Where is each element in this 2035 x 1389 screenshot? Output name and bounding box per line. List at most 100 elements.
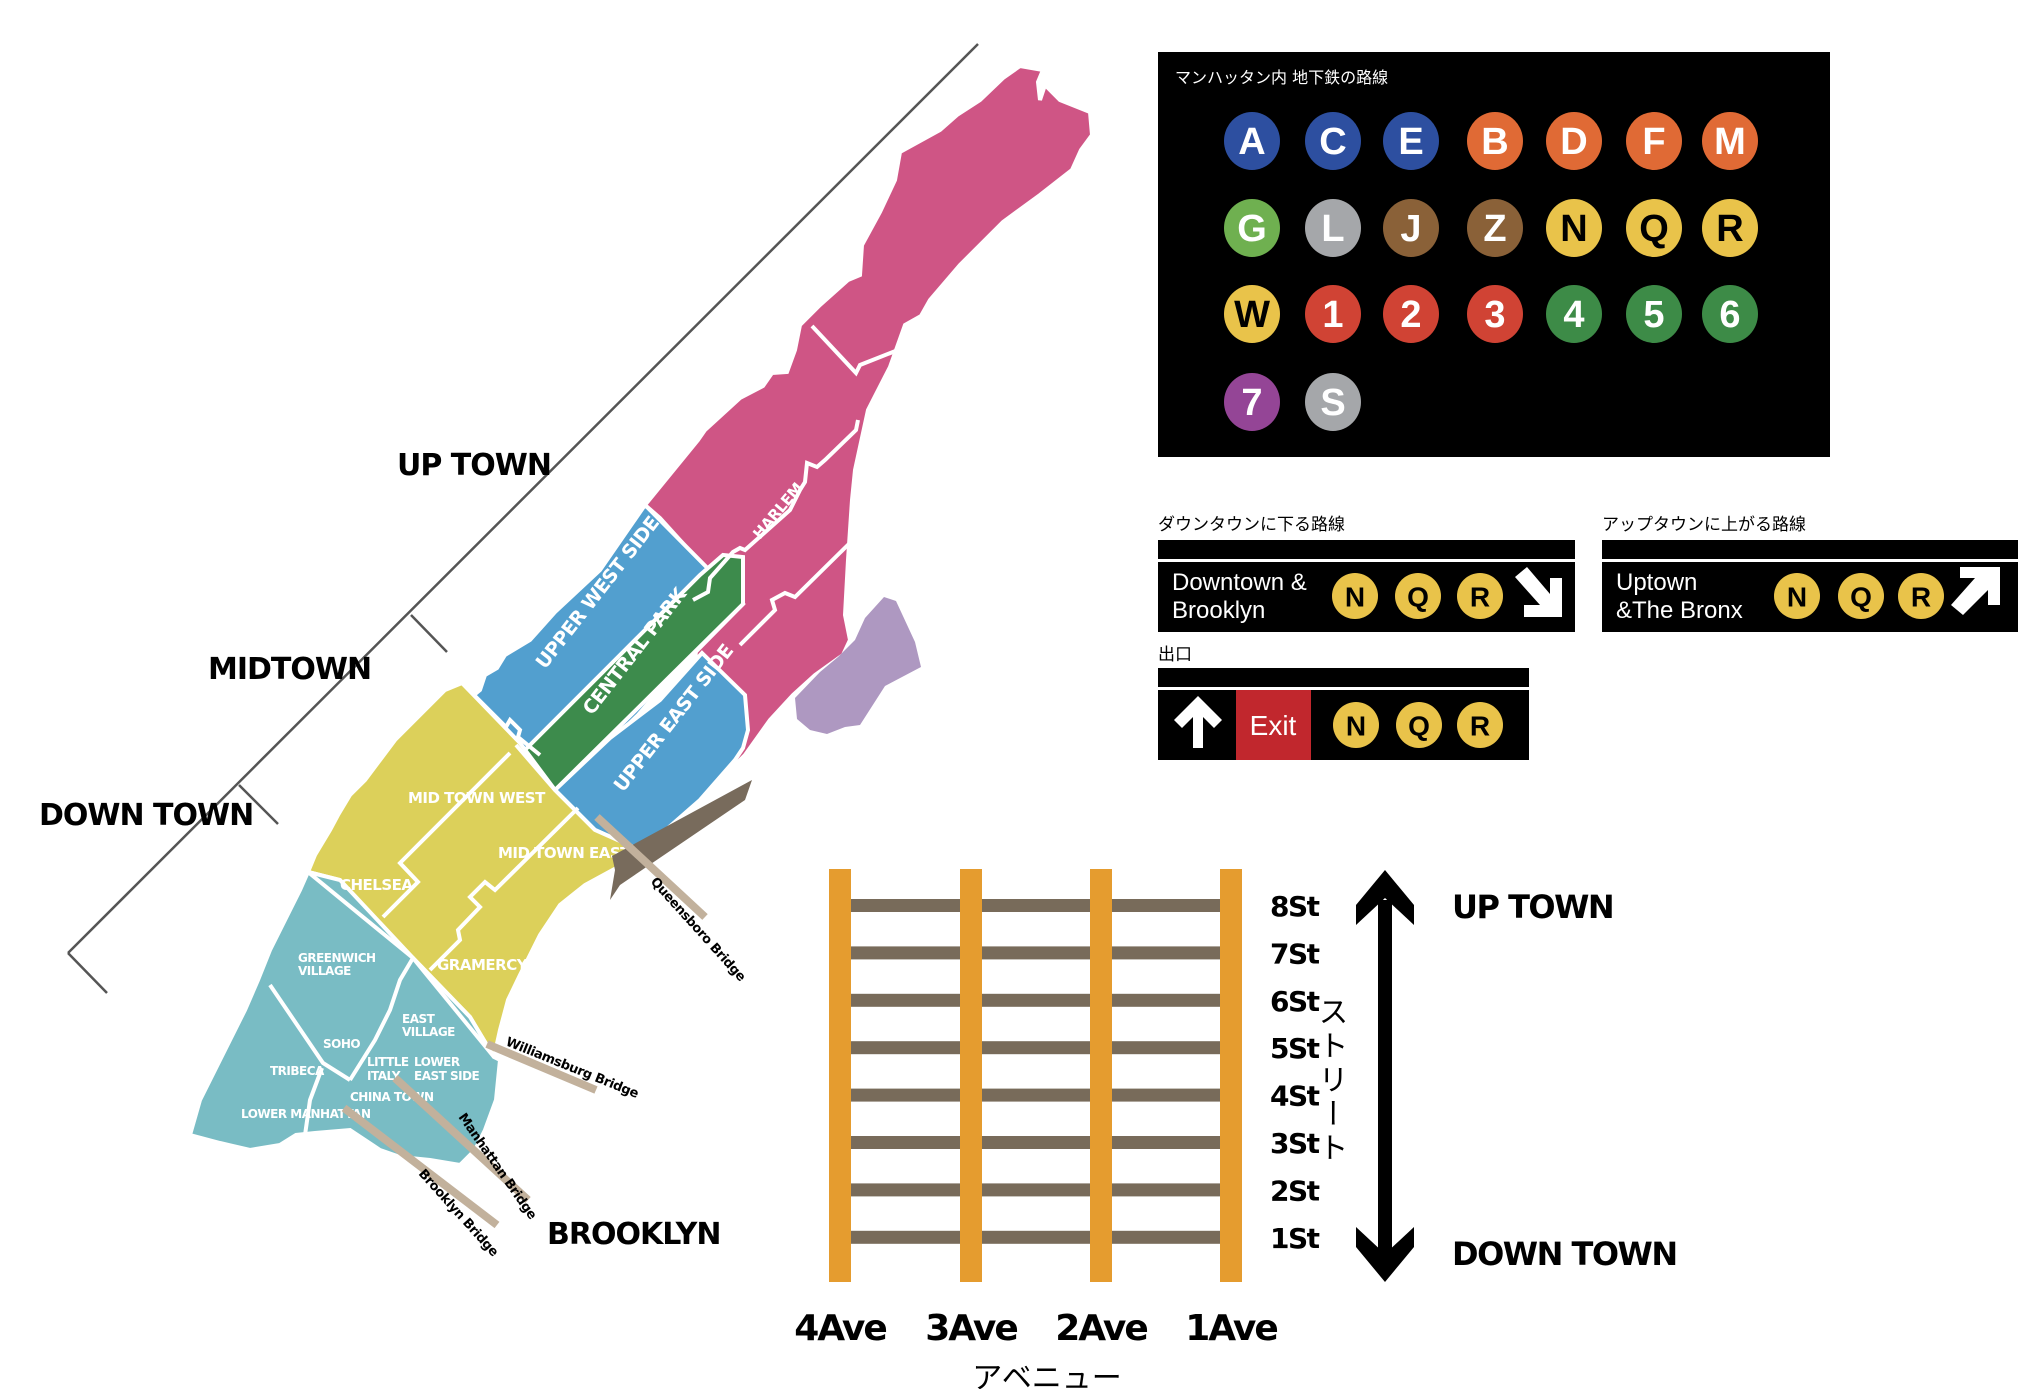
downtown-bullet-n xyxy=(1332,573,1378,619)
street-6st xyxy=(840,993,1231,1007)
label-chelsea: CHELSEA xyxy=(340,876,413,894)
neighborhood-borders xyxy=(268,324,899,1136)
street-label-5st: 5St xyxy=(1270,1032,1320,1065)
exit-label-box xyxy=(1236,690,1311,760)
exit-label: Exit xyxy=(1250,710,1297,741)
line-bullet-r-text: R xyxy=(1716,208,1743,250)
line-bullet-r xyxy=(1702,199,1758,257)
line-bullet-1 xyxy=(1305,285,1361,343)
line-bullet-n-text: N xyxy=(1560,208,1587,250)
label-soho: SOHO xyxy=(323,1037,360,1051)
border-harlem-east xyxy=(738,531,862,647)
line-bullet-s-text: S xyxy=(1320,382,1345,424)
border-harlem-west xyxy=(692,419,860,602)
label-greenwich-village-2: VILLAGE xyxy=(298,964,351,978)
label-greenwich-village-1: GREENWICH xyxy=(298,951,376,965)
uptown-sign-line2: &The Bronx xyxy=(1616,597,1743,624)
border-midtown-east-gram xyxy=(428,806,580,972)
exit-bullet-r-text: R xyxy=(1470,711,1490,742)
uptown-bullet-q-text: Q xyxy=(1850,582,1872,613)
label-little-italy-1: LITTLE xyxy=(367,1055,409,1069)
street-8st xyxy=(840,899,1231,912)
street-caption: ストリート xyxy=(1313,996,1348,1166)
region-roosevelt-island xyxy=(795,597,921,734)
avenue-2ave xyxy=(1090,869,1112,1282)
line-bullet-a xyxy=(1224,112,1280,170)
grid-up-label: UP TOWN xyxy=(1452,888,1613,926)
line-bullet-c xyxy=(1305,112,1361,170)
avenue-label-2ave: 2Ave xyxy=(1055,1308,1147,1349)
downtown-sign-line2: Brooklyn xyxy=(1172,597,1265,624)
bridge-manhattan xyxy=(392,1075,531,1203)
exit-bullet-n-text: N xyxy=(1346,711,1366,742)
exit-sign-top-bar xyxy=(1158,668,1529,687)
line-bullet-e-text: E xyxy=(1398,121,1423,163)
street-label-8st: 8St xyxy=(1270,890,1320,923)
line-bullet-b-text: B xyxy=(1481,121,1508,163)
street-2st xyxy=(840,1183,1231,1197)
line-bullet-z xyxy=(1467,199,1523,257)
downtown-sign-line1: Downtown & xyxy=(1172,569,1307,596)
avenue-label-4ave: 4Ave xyxy=(794,1308,886,1349)
line-bullet-m-text: M xyxy=(1714,121,1746,163)
line-bullet-2 xyxy=(1383,285,1439,343)
street-1st xyxy=(840,1230,1231,1244)
arrow-up-icon xyxy=(1174,696,1222,748)
zone-axis-tick-midtown xyxy=(410,614,448,653)
label-tribeca: TRIBECA xyxy=(270,1064,325,1078)
uptown-bullet-n-text: N xyxy=(1787,582,1807,613)
subway-panel-title: マンハッタン内 地下鉄の路線 xyxy=(1175,68,1388,87)
bridge-queensboro xyxy=(594,814,708,920)
arrow-up-right-icon xyxy=(1951,567,2000,615)
line-bullet-7-text: 7 xyxy=(1241,382,1262,424)
line-bullet-4-text: 4 xyxy=(1563,294,1584,336)
zone-label-uptown: UP TOWN xyxy=(397,448,551,483)
grid-streets xyxy=(840,899,1231,1244)
line-bullet-5-text: 5 xyxy=(1643,294,1664,336)
exit-bullet-n xyxy=(1333,702,1379,748)
zone-axis-main-line xyxy=(67,43,979,954)
downtown-sign-bullets: N Q R xyxy=(1332,573,1503,619)
line-bullet-l xyxy=(1305,199,1361,257)
arrow-down-right-icon xyxy=(1515,567,1562,617)
line-bullet-n xyxy=(1546,199,1602,257)
region-uptown-harlem xyxy=(642,63,1095,788)
line-bullet-4 xyxy=(1546,285,1602,343)
uptown-bullet-n xyxy=(1774,573,1820,619)
label-lower-east-side-2: EAST SIDE xyxy=(414,1069,480,1083)
border-lower-manhattan xyxy=(303,1067,324,1136)
exit-sign-caption: 出口 xyxy=(1158,645,1192,665)
zone-label-downtown: DOWN TOWN xyxy=(39,798,253,833)
line-bullet-j xyxy=(1383,199,1439,257)
line-bullet-6-text: 6 xyxy=(1719,294,1740,336)
label-east-village-2: VILLAGE xyxy=(402,1025,455,1039)
zone-label-midtown: MIDTOWN xyxy=(208,652,371,687)
line-bullet-1-text: 1 xyxy=(1322,294,1343,336)
downtown-sign-top-bar xyxy=(1158,540,1575,559)
downtown-bullet-q-text: Q xyxy=(1407,582,1429,613)
uptown-sign-caption: アップタウンに上がる路線 xyxy=(1602,515,1806,535)
zone-axis xyxy=(67,43,979,994)
line-bullet-7 xyxy=(1224,373,1280,431)
zone-label-brooklyn: BROOKLYN xyxy=(547,1217,721,1252)
downtown-sign-caption: ダウンタウンに下る路線 xyxy=(1158,515,1345,535)
downtown-bullet-r-text: R xyxy=(1470,582,1490,613)
street-label-3st: 3St xyxy=(1270,1127,1320,1160)
line-bullet-g-text: G xyxy=(1237,208,1267,250)
exit-sign: 出口 Exit N Q R xyxy=(1158,645,1529,760)
avenue-1ave xyxy=(1220,869,1242,1282)
avenue-label-1ave: 1Ave xyxy=(1185,1308,1277,1349)
line-bullet-d-text: D xyxy=(1560,121,1587,163)
border-soho-tribeca xyxy=(268,983,352,1082)
uptown-sign-bullets: N Q R xyxy=(1774,573,1944,619)
label-midtown-west: MID TOWN WEST xyxy=(408,789,546,807)
line-bullet-j-text: J xyxy=(1400,208,1421,250)
street-label-4st: 4St xyxy=(1270,1080,1320,1113)
line-bullet-f-text: F xyxy=(1642,121,1665,163)
bridge-williamsburg xyxy=(485,1040,598,1094)
downtown-bullet-r xyxy=(1457,573,1503,619)
